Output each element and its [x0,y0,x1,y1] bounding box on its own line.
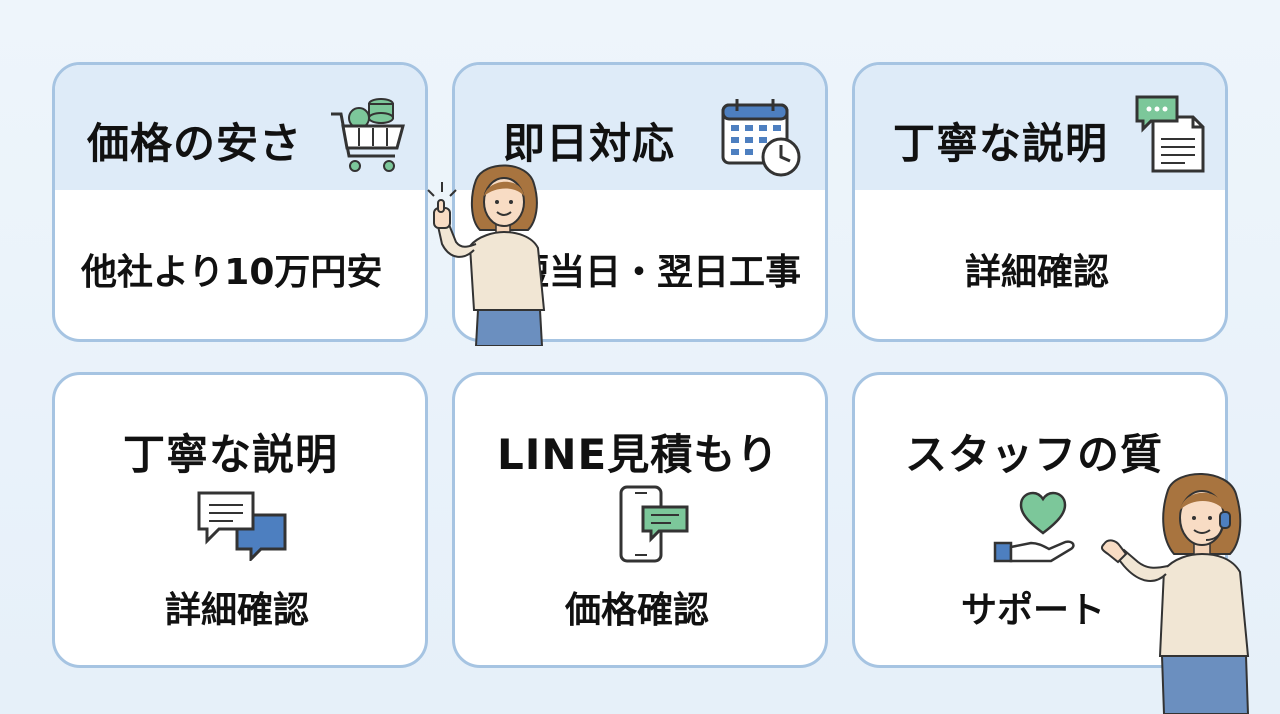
card-subtitle: サポート [961,590,1106,631]
smartphone-chat-icon [619,485,689,563]
card-subtitle: 詳細確認 [165,590,310,631]
card-title: 価格の安さ [87,119,303,168]
card-title: スタッフの質 [905,430,1164,479]
card-title: LINE見積もり [497,430,780,479]
heart-hand-icon [993,491,1075,563]
speech-bubbles-icon [197,491,287,561]
calendar-clock-icon [721,99,801,177]
card-subtitle: 他社より10万円安 [81,252,383,293]
shopping-cart-coins-icon [331,98,405,172]
woman-headset-illustration [1100,473,1250,714]
card-subtitle: 詳細確認 [965,252,1110,293]
feature-card-price: 価格の安さ 他社より10万円安 [52,62,428,342]
card-subtitle: 価格確認 [565,590,710,631]
feature-card-explanation: 丁寧な説明 詳細確認 [852,62,1228,342]
card-title: 丁寧な説明 [893,119,1109,168]
feature-card-explanation-2: 丁寧な説明 詳細確認 [52,372,428,668]
feature-card-line-estimate: LINE見積もり 価格確認 [452,372,828,668]
chat-document-icon [1135,95,1205,173]
card-title: 丁寧な説明 [123,430,339,479]
woman-thumbs-up-illustration [427,164,546,346]
card-title: 即日対応 [503,119,676,168]
